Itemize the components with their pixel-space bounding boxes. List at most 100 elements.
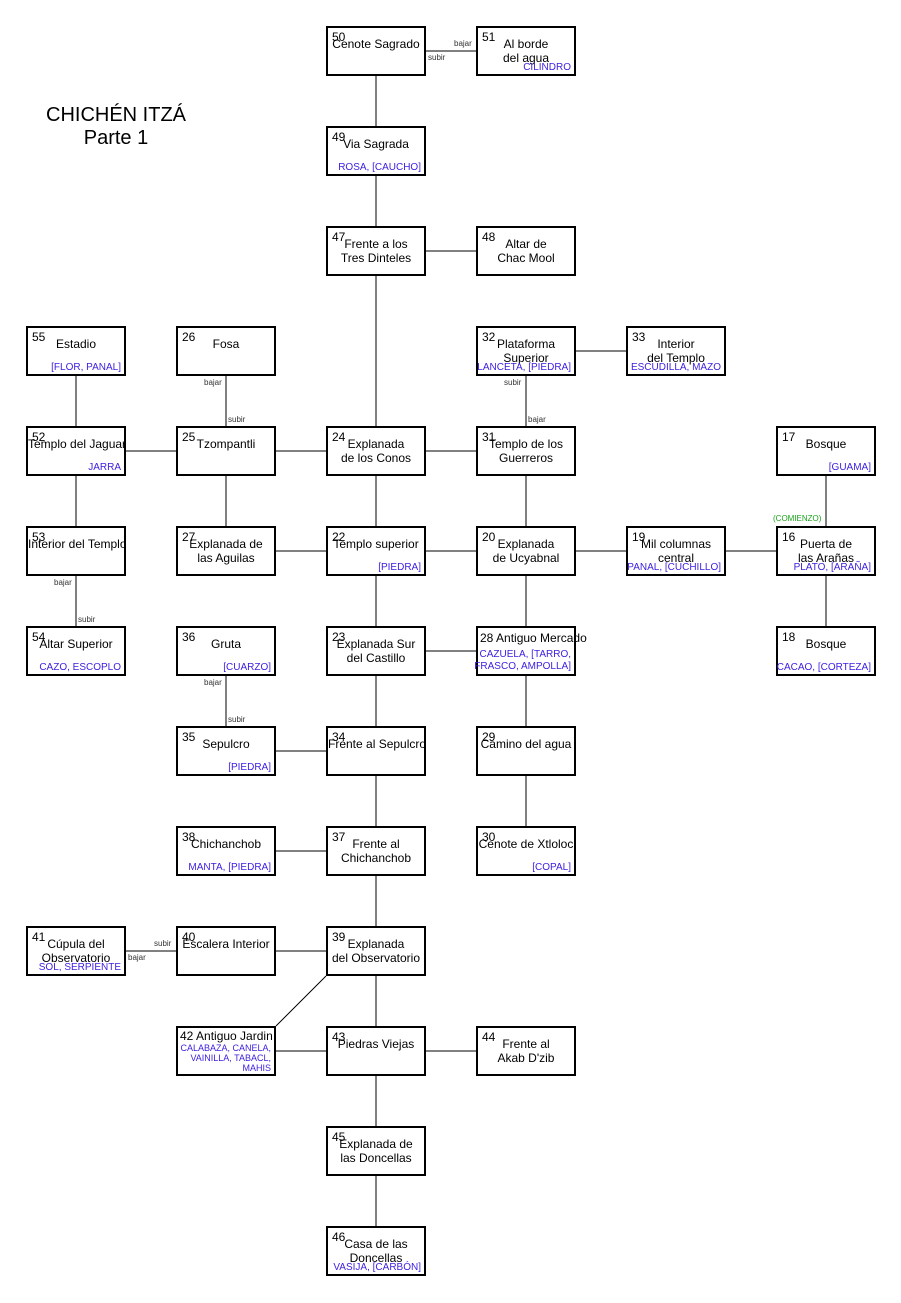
room-items-line: ROSA, [CAUCHO] (338, 162, 421, 173)
room-name-line: Casa de las (344, 1237, 408, 1251)
room-name-line: Explanada Sur (336, 637, 416, 651)
room-name-line: Chac Mool (497, 251, 555, 265)
room-items-line: CAZUELA, [TARRO, (479, 649, 572, 660)
room-items-line: [CUARZO] (223, 662, 271, 673)
room-name-line: Explanada de (189, 537, 263, 551)
room-name: Camino del agua (478, 737, 574, 751)
room-name-line: Observatorio (41, 951, 111, 965)
room-name-line: Cenote Sagrado (332, 37, 420, 51)
room-name: Interior del Templo (28, 537, 127, 551)
room-number: 18 (782, 630, 796, 644)
room-number: 22 (332, 530, 346, 544)
room-name-line: Frente al Sepulcro (328, 737, 427, 751)
connection-label: bajar (54, 578, 72, 587)
room-number: 20 (482, 530, 496, 544)
connection-label: bajar (454, 39, 472, 48)
room-items: JARRA (88, 462, 121, 473)
room-name-line: Explanada (347, 937, 405, 951)
room-items: VASIJA, [CARBÓN] (333, 1262, 421, 1273)
room-items: MANTA, [PIEDRA] (188, 862, 271, 873)
room-items: PANAL, [CUCHILLO] (627, 562, 721, 573)
room-items: ESCUDILLA, MAZO (631, 362, 721, 373)
room-name: Templo superior (328, 537, 424, 551)
room-name-line: Interior del Templo (28, 537, 127, 551)
room-name-line: Tres Dinteles (340, 251, 412, 265)
room-items: [GUAMA] (829, 462, 871, 473)
room-number: 29 (482, 730, 496, 744)
room-name: Via Sagrada (328, 137, 424, 151)
room-name-line: Cúpula del (47, 937, 105, 951)
room-items: [CUARZO] (223, 662, 271, 673)
room-name: Altar Superior (28, 637, 124, 651)
room-items-line: LANCETA, [PIEDRA] (477, 362, 571, 373)
room-name-line: Templo del Jaguar (28, 437, 127, 451)
room-items: CACAO, [CORTEZA] (777, 662, 871, 673)
room-name-line: Akab D'zib (497, 1051, 555, 1065)
room-name-line: Gruta (210, 637, 241, 651)
room-name-line: del Templo (647, 351, 705, 365)
room-number: 44 (482, 1030, 496, 1044)
room-name-line: las Doncellas (340, 1151, 412, 1165)
room-items-line: PLATO, [ARAÑA] (793, 562, 871, 573)
room-name-line: Plataforma (496, 337, 556, 351)
room-name-line: del Castillo (346, 651, 406, 665)
room-name-line: Explanada (347, 437, 405, 451)
connection-label: subir (228, 715, 246, 724)
room-items-line: VASIJA, [CARBÓN] (333, 1262, 421, 1273)
room-items: ROSA, [CAUCHO] (338, 162, 421, 173)
room-name-line: Piedras Viejas (337, 1037, 415, 1051)
map-title-line2: Parte 1 (83, 127, 149, 149)
room-name-line: Bosque (805, 437, 847, 451)
room-name: Tzompantli (178, 437, 274, 451)
room-name: Piedras Viejas (328, 1037, 424, 1051)
room-name-line: Camino del agua (480, 737, 572, 751)
room-items-line: CILINDRO (523, 62, 571, 73)
room-items-line: CACAO, [CORTEZA] (776, 662, 871, 673)
room-number: 38 (182, 830, 196, 844)
room-items-line: CAZO, ESCOPLO (39, 662, 121, 673)
room-name-line: Guerreros (498, 451, 554, 465)
room-name-line: Al borde (503, 37, 549, 51)
room-name-line: de Ucyabnal (492, 551, 560, 565)
room-items-line: VAINILLA, TABACL, (190, 1053, 271, 1063)
room-name-line: Frente a los (344, 237, 408, 251)
room-items-line: [PIEDRA] (378, 562, 421, 573)
room-number: 32 (482, 330, 496, 344)
room-name-line: las Aguilas (197, 551, 255, 565)
room-number: 53 (32, 530, 46, 544)
room-number: 30 (482, 830, 496, 844)
connection-label: subir (154, 939, 172, 948)
room-items-line: SOL, SERPIENTE (38, 962, 121, 973)
room-name-line: Chichanchob (340, 851, 412, 865)
room-number: 35 (182, 730, 196, 744)
